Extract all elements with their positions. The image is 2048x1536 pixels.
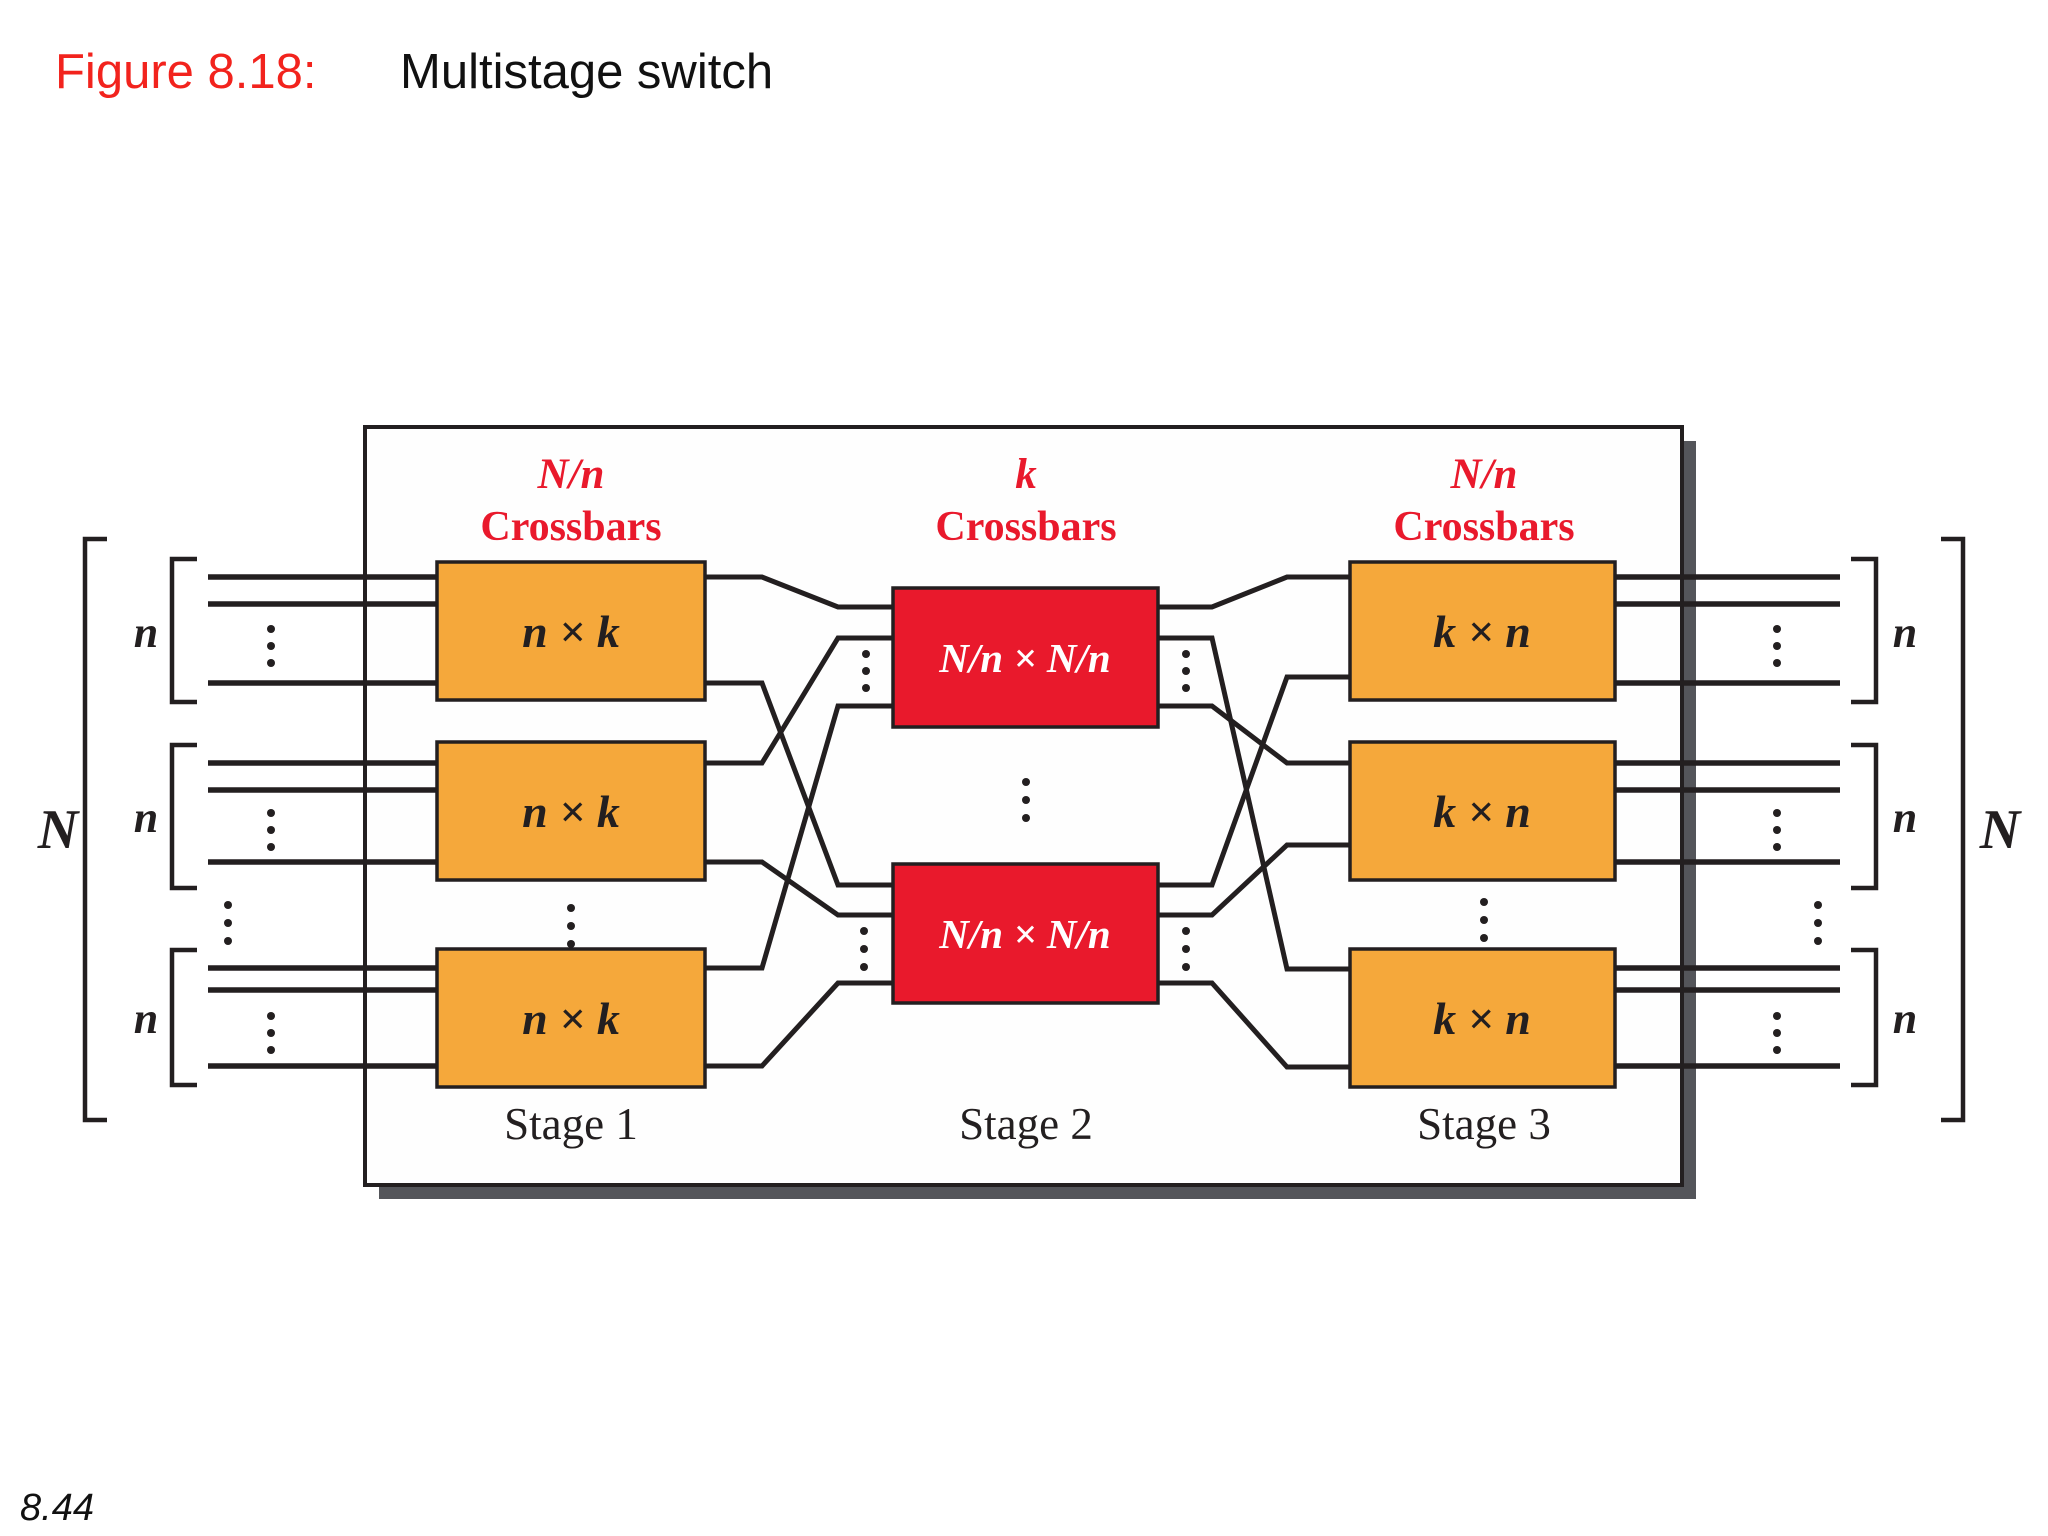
stage3-count-label: N/n — [1450, 451, 1518, 498]
stage1-crossbar-2 — [435, 740, 707, 882]
stage1-type-label: Crossbars — [480, 504, 661, 550]
output-brackets: n n n N — [1851, 536, 2023, 1123]
output-group1-size-label: n — [1893, 608, 1917, 657]
input-group2-size-label: n — [134, 793, 158, 842]
stage2-crossbar-1-label: N/n × N/n — [938, 635, 1110, 681]
stage3-crossbar-1-label: k × n — [1433, 606, 1531, 657]
input-group1-size-label: n — [134, 608, 158, 657]
output-total-label: N — [1979, 799, 2023, 861]
stage3-crossbar-3 — [1348, 947, 1617, 1089]
stage1-crossbars: n × k n × k n × k — [435, 560, 707, 1089]
stage2-crossbars: N/n × N/n N/n × N/n — [891, 586, 1160, 1005]
figure-number-label: Figure 8.18: — [55, 45, 317, 99]
stage2-crossbar-1 — [891, 586, 1160, 729]
stage2-header: k Crossbars — [935, 451, 1116, 550]
stage2-crossbar-2 — [891, 862, 1160, 1005]
stage3-crossbar-1 — [1348, 560, 1617, 702]
stage3-crossbar-2-label: k × n — [1433, 786, 1531, 837]
stage1-label: Stage 1 — [504, 1099, 638, 1149]
stage1-header: N/n Crossbars — [480, 451, 661, 550]
input-total-bracket — [82, 536, 107, 1123]
input-group3-size-label: n — [134, 994, 158, 1043]
stage1-crossbar-1 — [435, 560, 707, 702]
stage1-count-label: N/n — [537, 451, 605, 498]
output-group3-size-label: n — [1893, 994, 1917, 1043]
stage3-type-label: Crossbars — [1393, 504, 1574, 550]
stage1-crossbar-1-label: n × k — [522, 606, 620, 657]
input-total-label: N — [37, 799, 81, 861]
stage3-crossbar-2 — [1348, 740, 1617, 882]
figure-title: Multistage switch — [400, 45, 773, 99]
stage2-type-label: Crossbars — [935, 504, 1116, 550]
ellipsis-dots — [224, 625, 1822, 1054]
page-number: 8.44 — [20, 1487, 94, 1529]
stage2-stage3-wires — [1158, 574, 1350, 1070]
input-group1-bracket — [169, 556, 197, 705]
stage1-crossbar-2-label: n × k — [522, 786, 620, 837]
input-brackets: n n n N — [37, 536, 197, 1123]
output-group3-bracket — [1851, 947, 1879, 1088]
stage2-label: Stage 2 — [959, 1099, 1093, 1149]
input-group3-bracket — [169, 947, 197, 1088]
stage3-crossbars: k × n k × n k × n — [1348, 560, 1617, 1089]
input-group2-bracket — [169, 742, 197, 891]
stage1-stage2-wires — [705, 574, 893, 1069]
input-lines — [208, 574, 437, 1069]
stage3-crossbar-3-label: k × n — [1433, 993, 1531, 1044]
output-group2-bracket — [1851, 742, 1879, 891]
output-lines — [1615, 574, 1840, 1069]
stage2-crossbar-2-label: N/n × N/n — [938, 911, 1110, 957]
stage1-crossbar-3 — [435, 947, 707, 1089]
output-group2-size-label: n — [1893, 793, 1917, 842]
output-group1-bracket — [1851, 556, 1879, 705]
stage3-header: N/n Crossbars — [1393, 451, 1574, 550]
stage3-label: Stage 3 — [1417, 1099, 1551, 1149]
output-total-bracket — [1941, 536, 1966, 1123]
stage2-count-label: k — [1015, 451, 1037, 498]
stage1-crossbar-3-label: n × k — [522, 993, 620, 1044]
